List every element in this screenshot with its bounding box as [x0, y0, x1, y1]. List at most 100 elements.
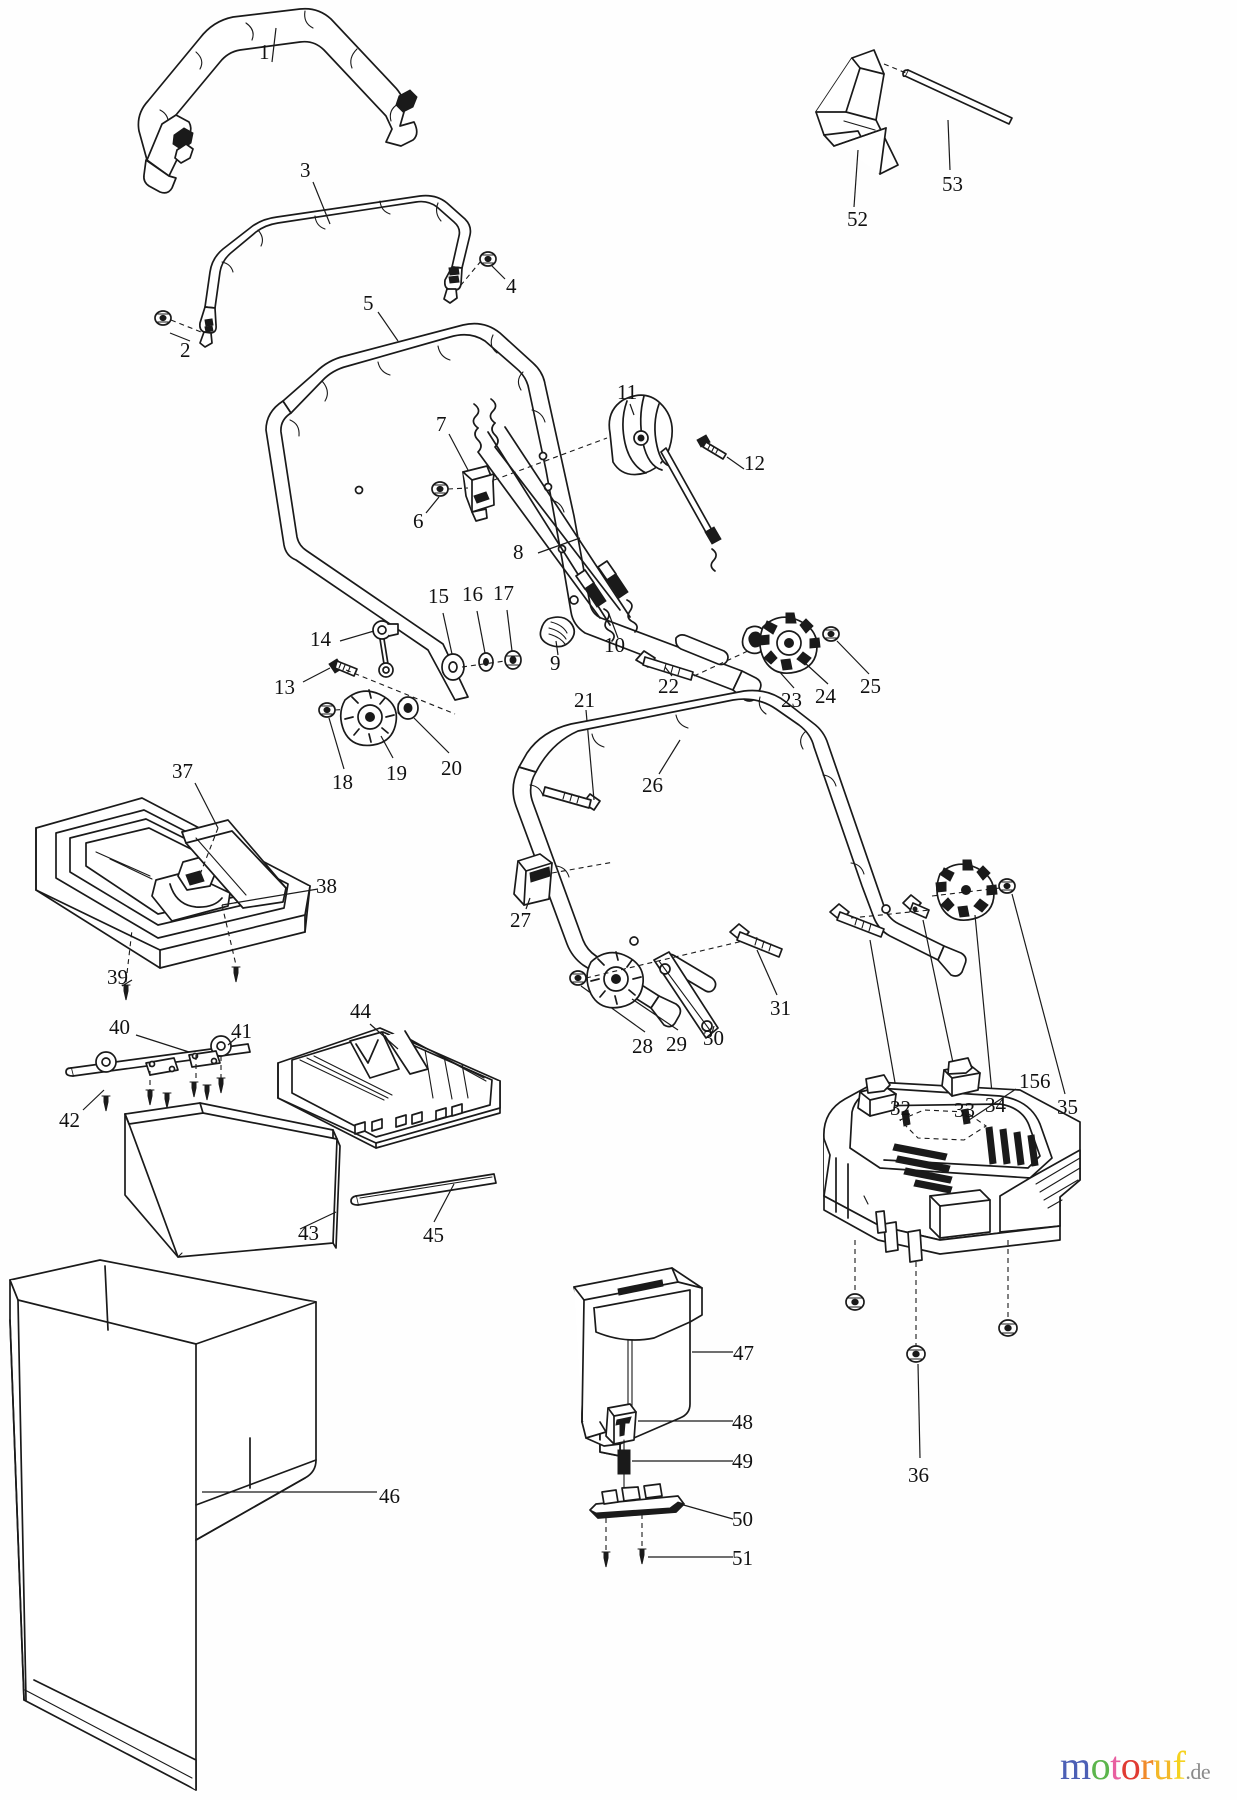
part-36-nuts — [845, 1293, 1018, 1363]
part-156-engine — [823, 1057, 1081, 1263]
lead-39 — [121, 979, 133, 987]
lead-25 — [836, 640, 870, 675]
callout-47: 47 — [733, 1341, 754, 1365]
callout-51: 51 — [732, 1546, 753, 1570]
callout-35: 35 — [1057, 1095, 1078, 1119]
callout-16: 16 — [462, 582, 483, 606]
lead-4b — [491, 265, 506, 280]
callout-14: 14 — [310, 627, 331, 651]
wm-letter-r: r — [1140, 1743, 1154, 1788]
lead-19 — [380, 735, 394, 759]
part-11-throttle-lever — [608, 394, 722, 572]
part-14-bracket — [372, 620, 399, 678]
lead-27-dash — [551, 861, 615, 874]
lead-30 — [711, 1025, 715, 1034]
lead-15 — [442, 612, 453, 655]
lead-41 — [227, 1037, 237, 1046]
part-24-star-knob — [758, 612, 821, 675]
callout-41: 41 — [231, 1019, 252, 1043]
lead-29 — [631, 998, 679, 1031]
lead-8 — [537, 537, 581, 554]
lead-35-dash — [931, 887, 1001, 897]
part-25-nut — [822, 626, 840, 642]
callout-19: 19 — [386, 761, 407, 785]
callout-7: 7 — [436, 412, 447, 436]
lead-11-dash — [493, 437, 608, 481]
lead-26 — [658, 739, 681, 775]
part-16-washer — [478, 652, 494, 672]
lead-14 — [339, 630, 375, 642]
wm-letter-m: m — [1060, 1743, 1091, 1788]
callout-33: 33 — [954, 1098, 975, 1122]
handle-fitting-left — [172, 127, 194, 164]
part-21-bolt — [542, 786, 601, 811]
lead-35 — [1011, 893, 1066, 1095]
callout-5: 5 — [363, 291, 374, 315]
motoruf-watermark: motoruf.de — [1060, 1742, 1211, 1789]
part-46-grass-bag — [9, 1259, 317, 1791]
callout-48: 48 — [732, 1410, 753, 1434]
lead-20 — [413, 717, 450, 754]
part-49-pin — [617, 1449, 631, 1475]
part-45-rod — [350, 1173, 497, 1206]
lead-33-dash — [850, 909, 931, 919]
part-17-nut — [504, 650, 522, 670]
wm-letter-o2: o — [1120, 1743, 1141, 1788]
lead-6b — [447, 487, 469, 490]
callout-18: 18 — [332, 770, 353, 794]
lead-31 — [756, 949, 778, 996]
part-7-cable-clamp — [462, 465, 495, 522]
part-18-nut — [318, 702, 336, 718]
callout-37: 37 — [172, 759, 193, 783]
part-13-screw — [328, 658, 358, 677]
callout-22: 22 — [658, 674, 679, 698]
callout-11: 11 — [617, 380, 638, 404]
callout-34: 34 — [985, 1093, 1006, 1117]
callout-17: 17 — [493, 581, 514, 605]
part-29-knob — [586, 951, 644, 1009]
part-32-bolt — [829, 903, 885, 938]
part-51-screws — [601, 1548, 647, 1568]
callout-3: 3 — [300, 158, 311, 182]
callout-29: 29 — [666, 1032, 687, 1056]
lead-36 — [917, 1363, 921, 1459]
part-35-nut — [998, 878, 1016, 894]
lead-5 — [377, 311, 399, 342]
part-19-knob — [339, 689, 398, 747]
lead-16 — [476, 610, 486, 654]
lead-2 — [170, 319, 202, 333]
wm-letter-f: f — [1172, 1743, 1186, 1788]
callout-6: 6 — [413, 509, 424, 533]
callout-40: 40 — [109, 1015, 130, 1039]
lead-washers-dash — [461, 660, 506, 668]
part-31-bolt — [729, 923, 783, 958]
callout-50: 50 — [732, 1507, 753, 1531]
part-9-grommet — [539, 616, 576, 648]
lead-45 — [433, 1183, 455, 1223]
wm-letter-o1: o — [1090, 1743, 1111, 1788]
callout-49: 49 — [732, 1449, 753, 1473]
part-53-wrench-bar — [902, 69, 1013, 125]
callout-44: 44 — [350, 999, 371, 1023]
part-34-star-knob — [935, 859, 998, 922]
lead-42 — [82, 1089, 105, 1111]
part-8-control-cables — [472, 398, 638, 642]
part-4-nut — [479, 251, 497, 267]
lead-4 — [455, 260, 482, 292]
lead-11 — [629, 403, 635, 416]
callout-46: 46 — [379, 1484, 400, 1508]
part-52-spark-plug-wrench — [815, 49, 899, 175]
lead-43 — [299, 1211, 337, 1230]
callout-12: 12 — [744, 451, 765, 475]
callout-42: 42 — [59, 1108, 80, 1132]
part-1-upper-handle — [137, 7, 418, 194]
part-6-nut — [431, 481, 449, 497]
lead-22 — [664, 666, 673, 677]
lead-53 — [947, 119, 951, 171]
part-47-mulch-plug — [573, 1267, 703, 1457]
lead-156 — [965, 1088, 1017, 1123]
lead-7 — [448, 433, 469, 471]
lead-32 — [869, 939, 898, 1095]
callout-1: 1 — [259, 40, 270, 64]
